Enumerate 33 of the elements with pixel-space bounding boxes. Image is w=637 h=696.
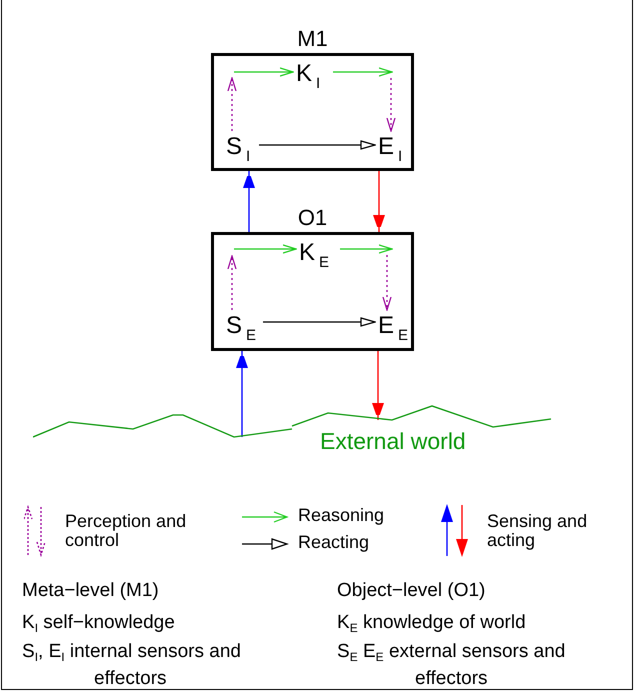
- arrow: [333, 67, 393, 77]
- arrow: [234, 244, 297, 254]
- arrow: [372, 351, 384, 420]
- note-text: S$_{I}$, E$_{I}$ internal sensors and effectors: [22, 641, 242, 689]
- world-label: External world: [320, 428, 466, 455]
- note-text: Meta−level (M1): [22, 580, 160, 601]
- arrow: [234, 67, 294, 77]
- arrow: [243, 171, 255, 232]
- symbol-label: K$_{E}$: [299, 240, 343, 270]
- symbol-label: S$_{I}$: [226, 134, 262, 164]
- arrow: [340, 244, 393, 254]
- arrow: [382, 255, 392, 311]
- arrow: [236, 351, 248, 437]
- symbol-label: E$_{I}$: [378, 134, 418, 164]
- arrow: [227, 77, 237, 131]
- level-title: O1: [296, 206, 328, 230]
- legend-text: Sensing and acting: [487, 512, 588, 550]
- note-text: S$_{E}$ E$_{E}$ external sensors and effectors: [337, 641, 566, 689]
- legend-text: Reacting: [298, 533, 370, 552]
- symbol-label: E$_{E}$: [378, 313, 424, 343]
- arrow: [386, 78, 396, 132]
- note-text: K$_{I}$ self−knowledge: [22, 612, 176, 637]
- arrow: [373, 171, 385, 232]
- arrow: [259, 140, 376, 150]
- arrow: [263, 317, 376, 327]
- symbol-label: S$_{E}$: [226, 313, 266, 343]
- legend-text: Reasoning: [298, 506, 386, 525]
- legend-text: Perception and control: [65, 512, 188, 550]
- symbol-label: K$_{I}$: [296, 61, 336, 91]
- level-title: M1: [296, 27, 329, 51]
- note-text: K$_{E}$ knowledge of world: [337, 612, 527, 637]
- arrow: [227, 255, 237, 310]
- note-text: Object−level (O1): [337, 580, 486, 601]
